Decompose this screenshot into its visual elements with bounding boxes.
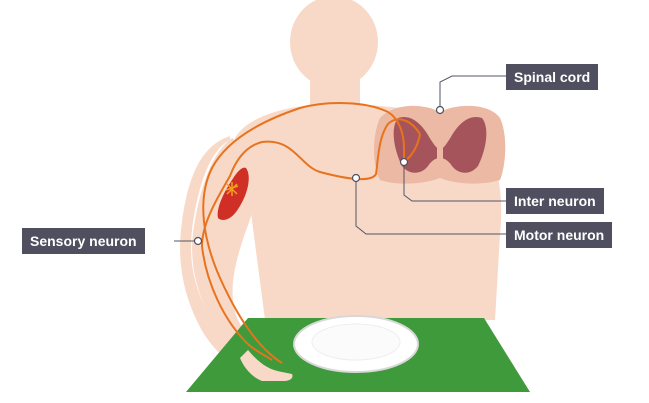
hand: [240, 350, 293, 381]
label-sensory-neuron: Sensory neuron: [22, 228, 145, 254]
dot-sensory-neuron: [193, 236, 203, 246]
leader-lines: [174, 75, 506, 242]
connection-dots: [193, 105, 445, 246]
leader-inter-neuron: [403, 162, 506, 202]
central-canal: [437, 140, 443, 162]
label-inter-neuron: Inter neuron: [506, 188, 604, 214]
head: [290, 0, 378, 88]
sensory-neuron: [202, 102, 405, 364]
muscle: [217, 167, 249, 220]
label-spinal-cord: Spinal cord: [506, 64, 599, 90]
dot-spinal-cord: [435, 105, 445, 115]
arm: [180, 136, 290, 382]
motor-neuron: [200, 118, 421, 361]
leader-spinal-cord: [439, 75, 506, 110]
dot-motor-neuron: [351, 173, 361, 183]
dot-inter-neuron: [399, 157, 409, 167]
label-motor-neuron: Motor neuron: [506, 222, 613, 248]
muscle-spark: [225, 182, 239, 196]
leader-motor-neuron: [355, 178, 506, 235]
plate-inner: [311, 323, 401, 361]
